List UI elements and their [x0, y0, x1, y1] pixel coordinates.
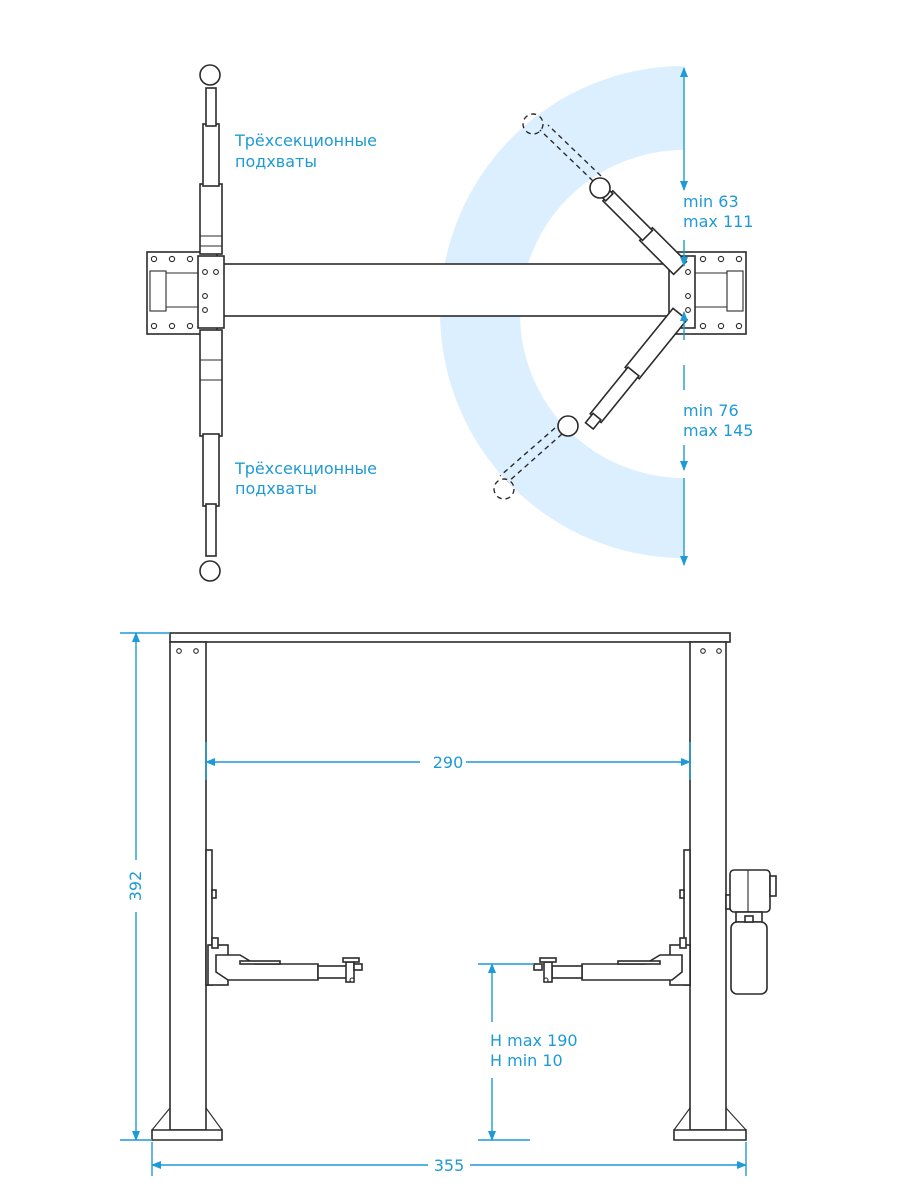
- left-arm-lower: [199, 329, 223, 582]
- hydraulic-power-unit: [725, 869, 777, 995]
- right-arm-lower: [493, 307, 689, 500]
- right-upper-pad: [589, 177, 611, 199]
- left-arm-upper: [199, 64, 223, 255]
- total-height-dimension: [120, 632, 170, 1141]
- overhead-crossbar: [169, 632, 731, 643]
- right-column: [673, 641, 747, 1141]
- lift-height-max: H max 190: [490, 1031, 578, 1050]
- note-upper-line2: подхваты: [235, 152, 317, 171]
- right-lower-pad: [557, 415, 579, 437]
- left-column: [151, 641, 223, 1141]
- reach-lower-max: max 145: [683, 421, 753, 440]
- note-upper-line1: Трёхсекционные: [234, 131, 377, 150]
- top-view: Трёхсекционные подхваты Трёхсекционные п…: [146, 64, 753, 582]
- note-lower-line1: Трёхсекционные: [234, 459, 377, 478]
- note-lower-line2: подхваты: [235, 479, 317, 498]
- reach-upper-min: min 63: [683, 192, 739, 211]
- top-crossbeam: [221, 263, 671, 317]
- right-lifting-arm: [533, 937, 691, 986]
- reach-upper-max: max 111: [683, 212, 753, 231]
- inner-width-label: 290: [433, 753, 464, 772]
- arm-sweep-area: [440, 66, 684, 558]
- right-upper-pad-extended: [522, 113, 544, 135]
- lift-height-min: H min 10: [490, 1051, 563, 1070]
- right-arm-upper: [522, 113, 688, 276]
- right-lower-pad-extended: [493, 478, 515, 500]
- inner-width-dimension: [205, 742, 691, 780]
- left-lifting-arm: [207, 937, 363, 986]
- left-lower-pad: [199, 560, 221, 582]
- lift-height-dimension: [478, 963, 534, 1141]
- left-base-plate: [146, 251, 225, 335]
- reach-lower-min: min 76: [683, 401, 739, 420]
- total-width-label: 355: [434, 1156, 465, 1175]
- front-view: 290 392 355 H max 190 H min 10: [120, 632, 777, 1176]
- total-height-label: 392: [126, 871, 145, 902]
- left-upper-pad: [199, 64, 221, 86]
- total-width-dimension: [151, 1142, 747, 1176]
